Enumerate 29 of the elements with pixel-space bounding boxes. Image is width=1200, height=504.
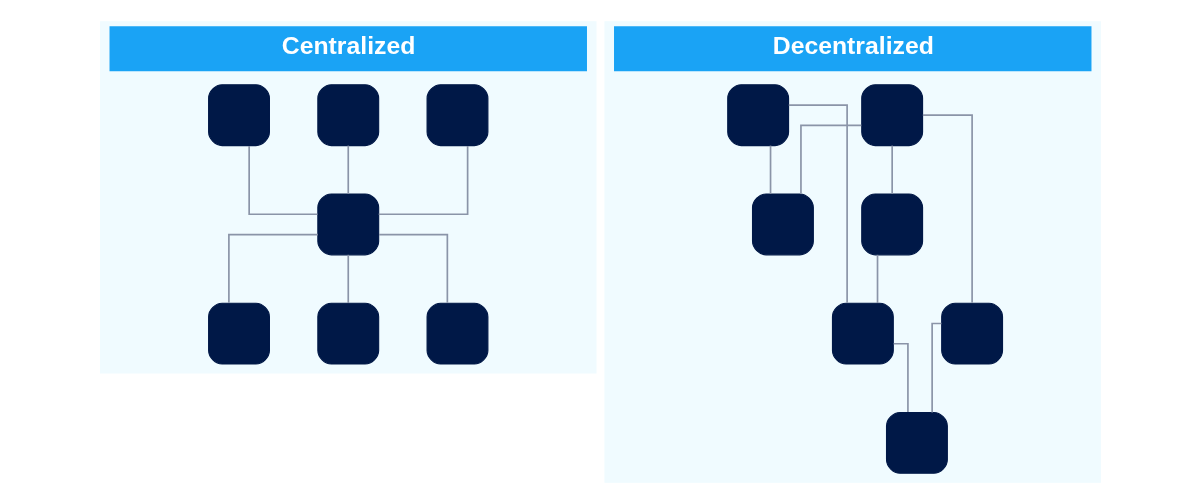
connector [377, 233, 448, 304]
node-box [940, 302, 1003, 365]
node-box [207, 302, 270, 365]
connector [890, 144, 893, 195]
connector [227, 233, 319, 304]
connector [769, 144, 771, 195]
connector [921, 114, 973, 304]
connector [346, 144, 349, 195]
connector [930, 322, 942, 414]
connector [876, 254, 878, 304]
node-box [426, 302, 488, 365]
cluster: Decentralized [603, 21, 1101, 483]
connector [799, 124, 862, 195]
node-box [831, 302, 894, 365]
node-box [885, 411, 948, 474]
connector [377, 145, 468, 216]
node-box [316, 84, 379, 147]
connector [247, 145, 318, 216]
node-box [860, 84, 923, 147]
node-box [860, 193, 923, 256]
node-box [751, 193, 814, 256]
node-box [207, 84, 270, 147]
connector [787, 104, 848, 304]
node-box [316, 302, 379, 365]
node-box [316, 193, 379, 256]
connector [346, 254, 349, 304]
node-box [726, 84, 789, 147]
node-box [426, 84, 488, 147]
cluster: Centralized [99, 21, 597, 374]
